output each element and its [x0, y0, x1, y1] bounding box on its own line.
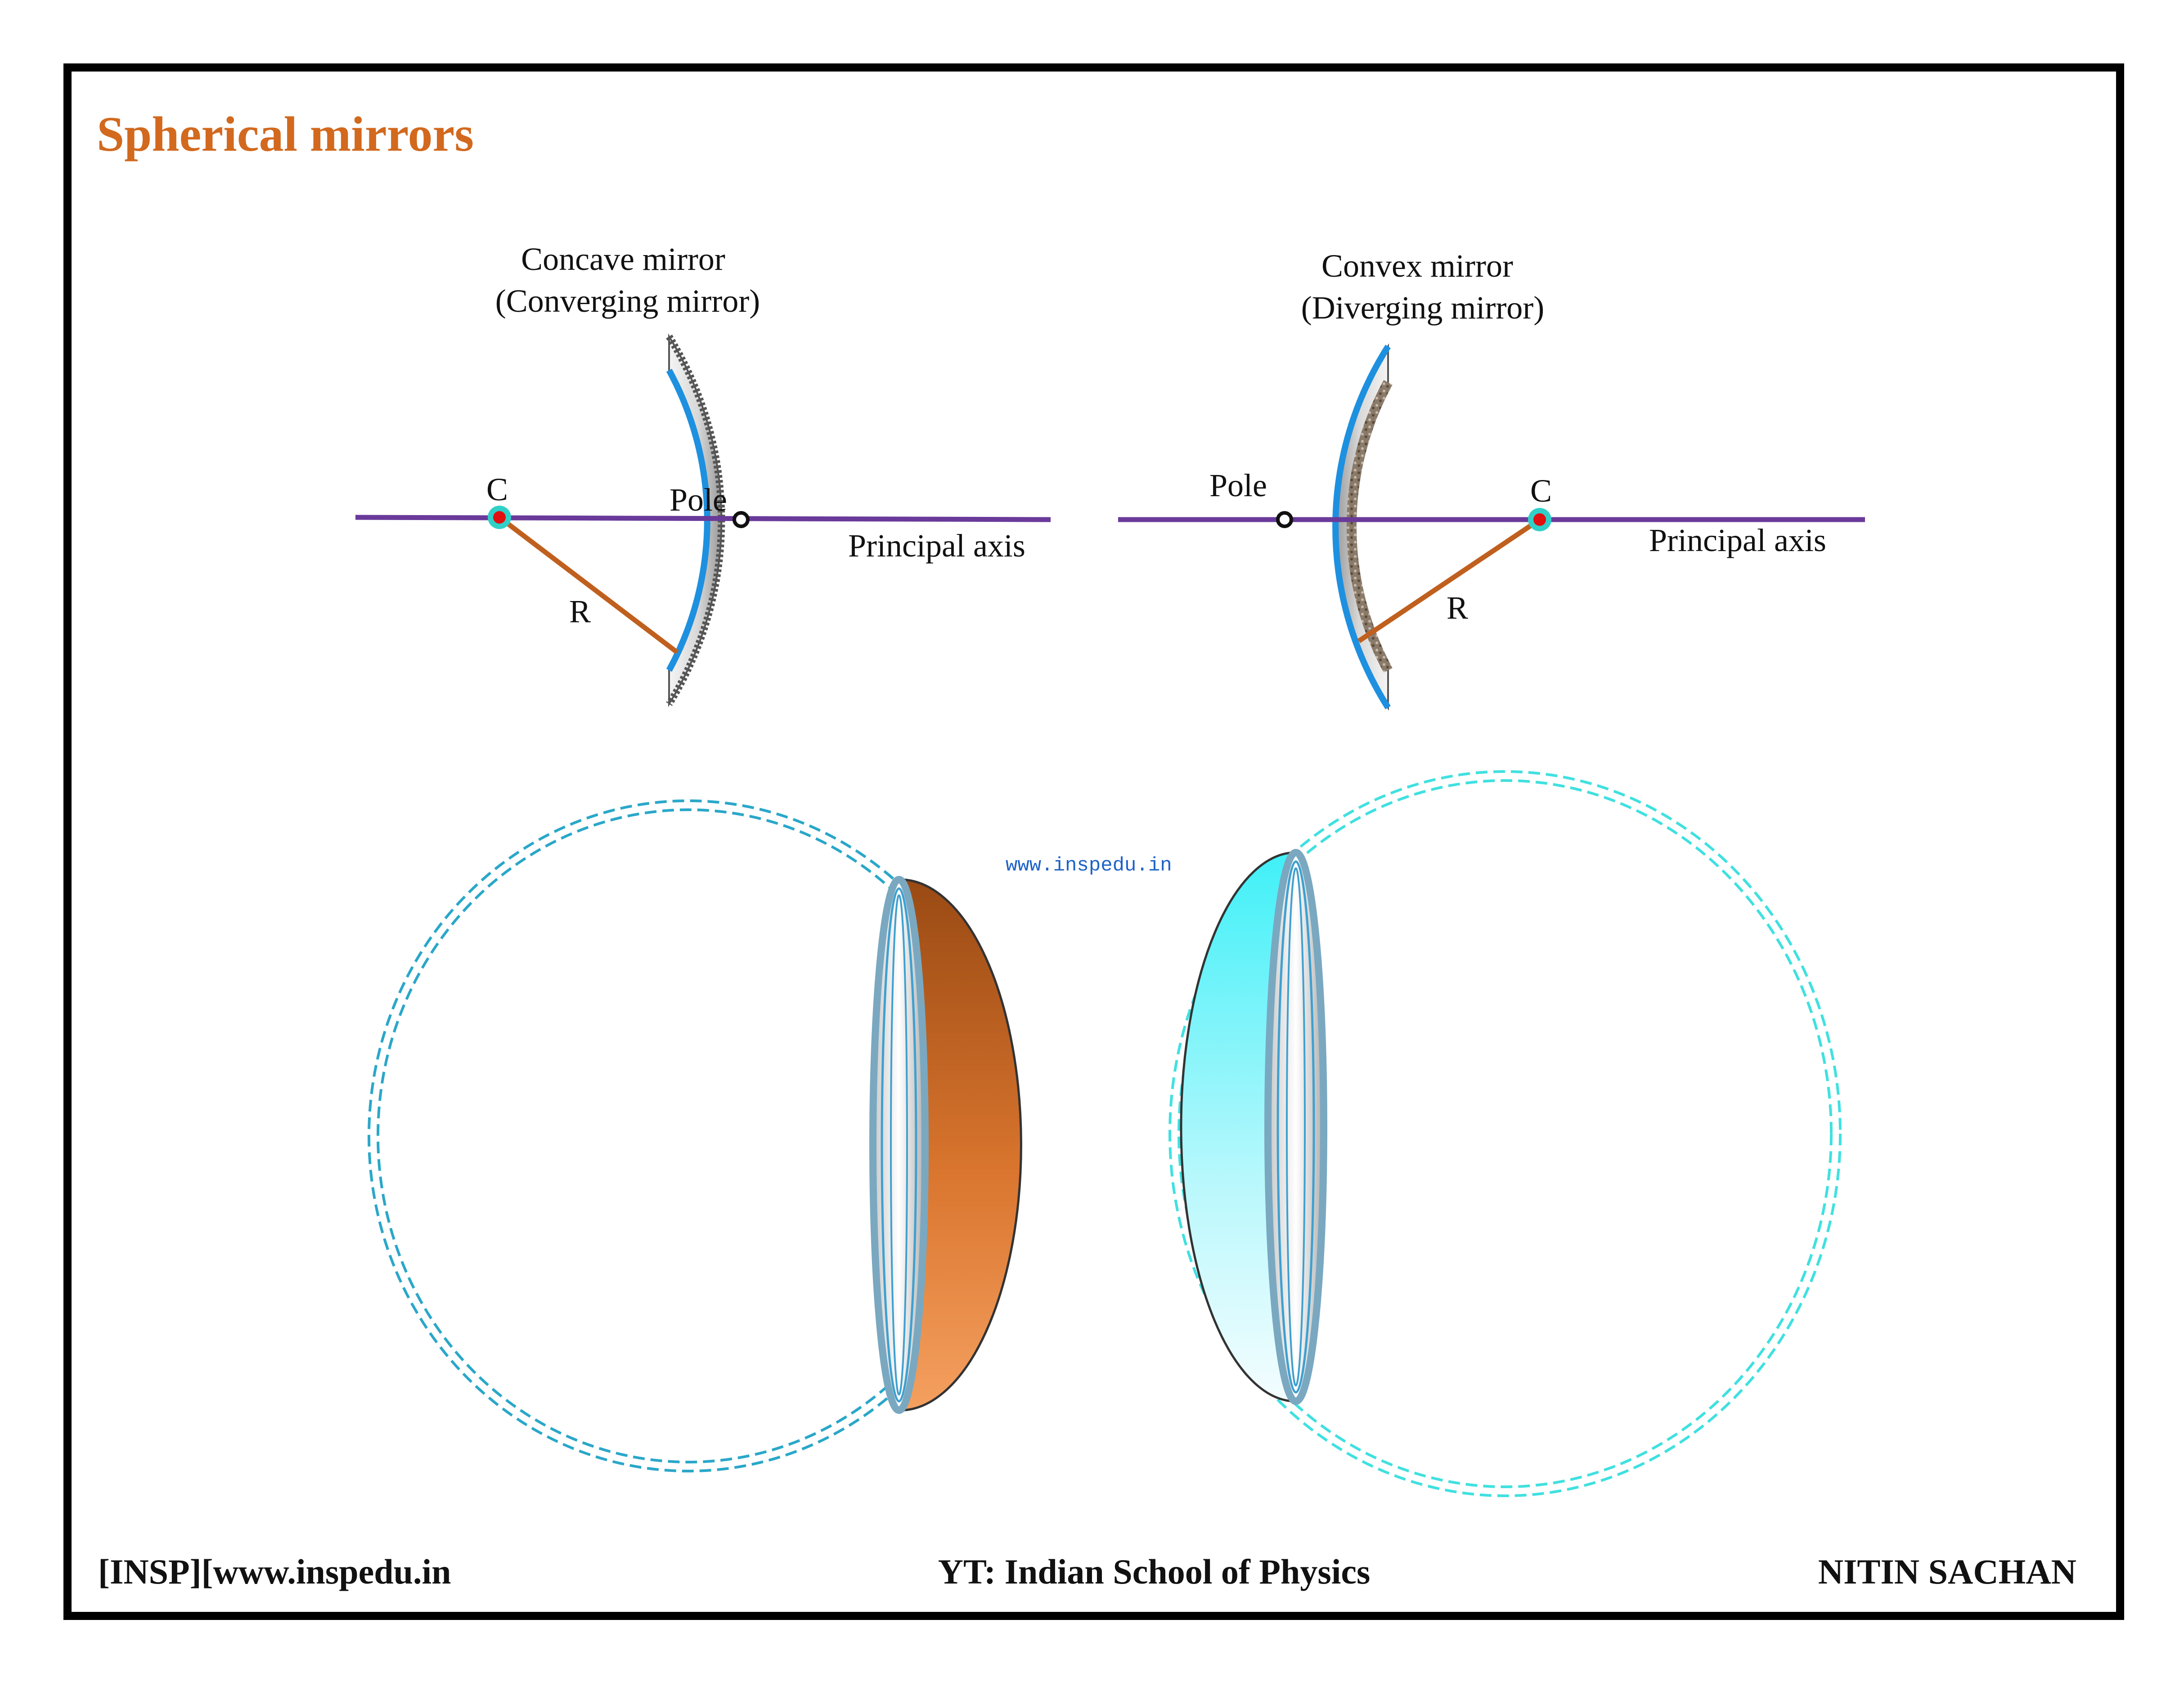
concave-mirror-name: Concave mirror: [521, 241, 725, 277]
concave-sphere-icon: [368, 799, 1023, 1472]
convex-center-point: [1533, 513, 1546, 526]
convex-mirror-alias: (Diverging mirror): [1301, 290, 1545, 326]
footer-website: [INSP][www.inspedu.in: [98, 1552, 451, 1591]
convex-axis-label: Principal axis: [1649, 522, 1826, 558]
concave-radius-line: [498, 515, 679, 655]
convex-mirror-name: Convex mirror: [1321, 248, 1513, 284]
concave-radius-label: R: [569, 593, 591, 629]
convex-center-label: C: [1530, 473, 1552, 509]
concave-pole-point: [732, 511, 750, 528]
convex-sphere-icon: [1168, 770, 1842, 1497]
concave-center-label: C: [486, 471, 508, 507]
concave-mirror-alias: (Converging mirror): [495, 283, 760, 319]
concave-mirror-diagram: Concave mirror (Converging mirror) C Pol…: [355, 241, 1051, 708]
convex-mirror-diagram: Convex mirror (Diverging mirror) C Pole …: [1118, 248, 1865, 711]
convex-radius-line: [1357, 517, 1541, 643]
concave-axis-label: Principal axis: [848, 528, 1025, 564]
concave-pole-label: Pole: [670, 482, 727, 518]
watermark-text: www.inspedu.in: [1006, 854, 1172, 877]
footer-author: NITIN SACHAN: [1818, 1552, 2076, 1591]
page-title: Spherical mirrors: [97, 107, 474, 162]
concave-center-point: [493, 511, 506, 524]
footer-channel: YT: Indian School of Physics: [938, 1552, 1371, 1591]
convex-radius-label: R: [1447, 590, 1468, 626]
convex-pole-label: Pole: [1209, 467, 1267, 503]
convex-pole-point: [1276, 511, 1293, 528]
page-frame: [63, 63, 2124, 1620]
concave-principal-axis: [355, 515, 1051, 522]
